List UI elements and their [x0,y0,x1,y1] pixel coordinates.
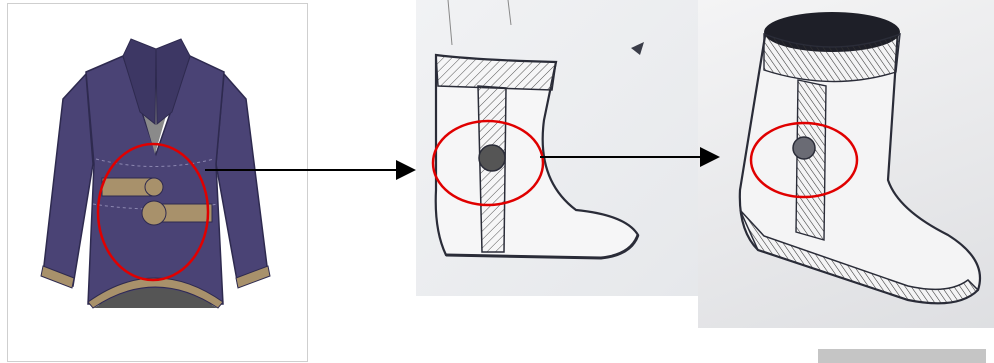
boot-sketch-perspective [698,0,994,328]
jacket-illustration-panel [7,3,308,362]
gray-bar [818,349,986,363]
boot-sketch-side [416,0,698,296]
boot-sketch-perspective-panel [698,0,994,328]
boot-sketch-side-panel [416,0,698,296]
jacket-illustration [8,4,307,361]
